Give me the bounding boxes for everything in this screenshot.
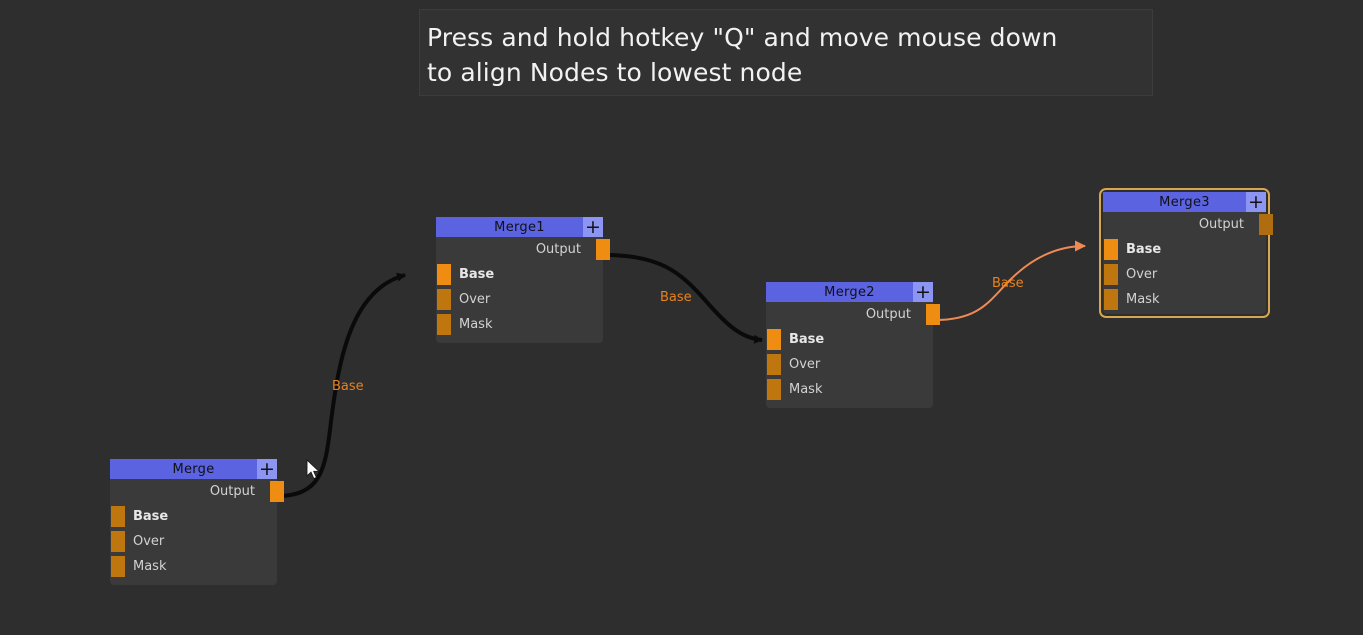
node-merge1-base-label: Base [459, 267, 495, 282]
node-merge3-titlebar[interactable]: Merge3 + [1103, 192, 1266, 212]
node-merge1-title: Merge1 [494, 219, 545, 235]
node-merge3-mask-port[interactable] [1104, 289, 1118, 310]
node-merge1-mask-port[interactable] [437, 314, 451, 335]
node-merge3-mask-label: Mask [1126, 292, 1160, 307]
node-merge-mask-port[interactable] [111, 556, 125, 577]
node-merge-add-button[interactable]: + [257, 459, 277, 479]
node-merge1-body: Output Base Over Mask [436, 237, 610, 343]
node-merge1-input-base: Base [436, 262, 603, 287]
node-merge-over-port[interactable] [111, 531, 125, 552]
wire-label-merge-to-merge1: Base [332, 379, 364, 394]
node-merge1-output-label: Output [535, 242, 581, 257]
node-merge2-mask-port[interactable] [767, 379, 781, 400]
node-merge2-over-port[interactable] [767, 354, 781, 375]
node-merge-output-port[interactable] [270, 481, 284, 502]
node-merge-titlebar[interactable]: Merge + [110, 459, 277, 479]
node-merge2-output-port[interactable] [926, 304, 940, 325]
node-merge1[interactable]: Merge1 + Output Base Over Mask [436, 217, 610, 343]
node-merge1-over-port[interactable] [437, 289, 451, 310]
node-merge[interactable]: Merge + Output Base Over Mask [110, 459, 284, 585]
node-merge3-base-port[interactable] [1104, 239, 1118, 260]
node-merge3-input-over: Over [1103, 262, 1266, 287]
node-merge1-titlebar[interactable]: Merge1 + [436, 217, 603, 237]
node-merge2-body: Output Base Over Mask [766, 302, 940, 408]
node-merge3-over-label: Over [1126, 267, 1158, 282]
node-merge2-title: Merge2 [824, 284, 875, 300]
node-merge2-output-label: Output [865, 307, 911, 322]
node-merge2-base-port[interactable] [767, 329, 781, 350]
wire-label-merge2-to-merge3: Base [992, 276, 1024, 291]
node-merge2-input-base: Base [766, 327, 933, 352]
node-merge1-base-port[interactable] [437, 264, 451, 285]
node-merge2-input-mask: Mask [766, 377, 933, 402]
node-merge3-output-row: Output [1103, 212, 1273, 237]
node-merge3-output-port[interactable] [1259, 214, 1273, 235]
node-merge-title: Merge [172, 461, 215, 477]
node-merge2[interactable]: Merge2 + Output Base Over Mask [766, 282, 940, 408]
hint-tooltip: Press and hold hotkey "Q" and move mouse… [419, 9, 1153, 96]
node-merge1-input-mask: Mask [436, 312, 603, 337]
node-merge2-titlebar[interactable]: Merge2 + [766, 282, 933, 302]
node-merge-output-row: Output [110, 479, 284, 504]
node-merge1-add-button[interactable]: + [583, 217, 603, 237]
node-merge-base-port[interactable] [111, 506, 125, 527]
node-merge3-body: Output Base Over Mask [1103, 212, 1273, 314]
node-merge1-mask-label: Mask [459, 317, 493, 332]
node-merge-input-over: Over [110, 529, 277, 554]
mouse-cursor-icon [306, 459, 321, 480]
node-merge-body: Output Base Over Mask [110, 479, 284, 585]
hint-line-2: to align Nodes to lowest node [427, 58, 803, 87]
node-merge1-output-row: Output [436, 237, 610, 262]
wire-label-merge1-to-merge2: Base [660, 290, 692, 305]
node-merge3-add-button[interactable]: + [1246, 192, 1266, 212]
node-merge2-base-label: Base [789, 332, 825, 347]
node-merge3-title: Merge3 [1159, 194, 1210, 210]
node-merge3-base-label: Base [1126, 242, 1162, 257]
node-merge2-add-button[interactable]: + [913, 282, 933, 302]
hint-line-1: Press and hold hotkey "Q" and move mouse… [427, 23, 1058, 52]
node-merge-input-base: Base [110, 504, 277, 529]
node-merge3[interactable]: Merge3 + Output Base Over Mask [1099, 188, 1273, 318]
node-merge-input-mask: Mask [110, 554, 277, 579]
node-merge3-input-mask: Mask [1103, 287, 1266, 312]
node-merge1-over-label: Over [459, 292, 491, 307]
node-merge-base-label: Base [133, 509, 169, 524]
node-merge3-output-label: Output [1198, 217, 1244, 232]
node-merge3-over-port[interactable] [1104, 264, 1118, 285]
node-merge2-over-label: Over [789, 357, 821, 372]
node-merge-mask-label: Mask [133, 559, 167, 574]
node-merge2-output-row: Output [766, 302, 940, 327]
node-merge2-input-over: Over [766, 352, 933, 377]
node-merge1-input-over: Over [436, 287, 603, 312]
node-merge1-output-port[interactable] [596, 239, 610, 260]
node-merge3-input-base: Base [1103, 237, 1266, 262]
node-merge-output-label: Output [209, 484, 255, 499]
node-merge-over-label: Over [133, 534, 165, 549]
node-merge2-mask-label: Mask [789, 382, 823, 397]
